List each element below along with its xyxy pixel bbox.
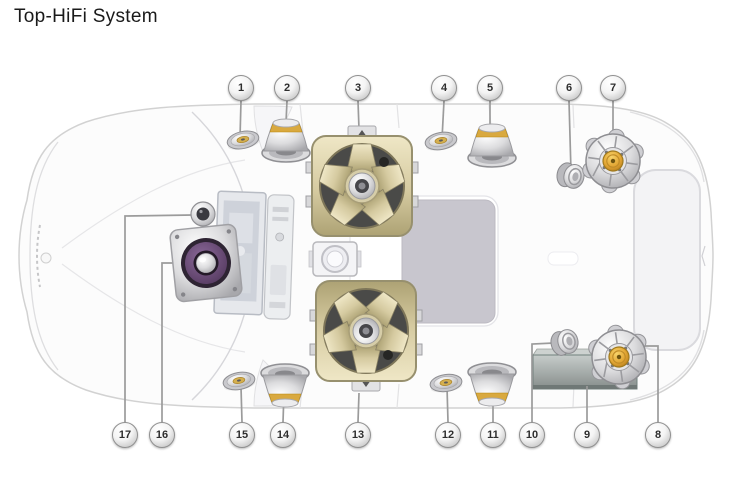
callout-1: 1 <box>228 75 254 101</box>
page-title: Top-HiFi System <box>14 6 158 27</box>
callout-16-label: 16 <box>155 429 169 441</box>
roof-highlight <box>547 251 579 266</box>
callout-10: 10 <box>519 422 545 448</box>
leader-line-3 <box>357 100 360 130</box>
callout-2: 2 <box>274 75 300 101</box>
leader-line-13 <box>357 392 360 423</box>
callout-14-label: 14 <box>276 429 290 441</box>
speaker-3-subwoofer-icon <box>305 125 419 237</box>
rear-window <box>633 169 701 351</box>
callout-6: 6 <box>556 75 582 101</box>
radio-unit <box>263 194 295 320</box>
callout-11-label: 11 <box>487 429 499 441</box>
leader-line-17 <box>124 214 194 422</box>
leader-line-10 <box>531 342 555 422</box>
callout-10-label: 10 <box>525 429 539 441</box>
callout-8: 8 <box>645 422 671 448</box>
callout-11: 11 <box>480 422 506 448</box>
callout-14: 14 <box>270 422 296 448</box>
callout-15: 15 <box>229 422 255 448</box>
callout-13-label: 13 <box>351 429 365 441</box>
callout-3: 3 <box>345 75 371 101</box>
callout-7: 7 <box>600 75 626 101</box>
leader-line-6 <box>568 100 572 173</box>
callout-5-label: 5 <box>486 82 494 94</box>
callout-16: 16 <box>149 422 175 448</box>
speaker-17-tweeter-icon <box>190 201 216 227</box>
console-module <box>308 241 362 277</box>
callout-2-label: 2 <box>283 82 291 94</box>
callout-12-label: 12 <box>441 429 455 441</box>
callout-17-label: 17 <box>118 429 132 441</box>
callout-9-label: 9 <box>583 429 591 441</box>
callout-9: 9 <box>574 422 600 448</box>
callout-4-label: 4 <box>440 82 448 94</box>
callout-15-label: 15 <box>235 429 249 441</box>
callout-8-label: 8 <box>654 429 662 441</box>
callout-4: 4 <box>431 75 457 101</box>
callout-3-label: 3 <box>354 82 362 94</box>
leader-line-15 <box>240 386 243 423</box>
callout-6-label: 6 <box>565 82 573 94</box>
leader-line-12 <box>446 386 449 423</box>
hood-emblem <box>40 252 52 264</box>
callout-12: 12 <box>435 422 461 448</box>
hood-lines <box>61 159 246 353</box>
callout-13: 13 <box>345 422 371 448</box>
sunroof-panel <box>401 199 496 324</box>
callout-5: 5 <box>477 75 503 101</box>
callout-7-label: 7 <box>609 82 617 94</box>
callout-1-label: 1 <box>237 82 245 94</box>
speaker-13-subwoofer-icon <box>309 280 423 392</box>
callout-17: 17 <box>112 422 138 448</box>
speaker-16-center-icon <box>168 222 244 304</box>
front-grille-dashes <box>36 224 41 288</box>
